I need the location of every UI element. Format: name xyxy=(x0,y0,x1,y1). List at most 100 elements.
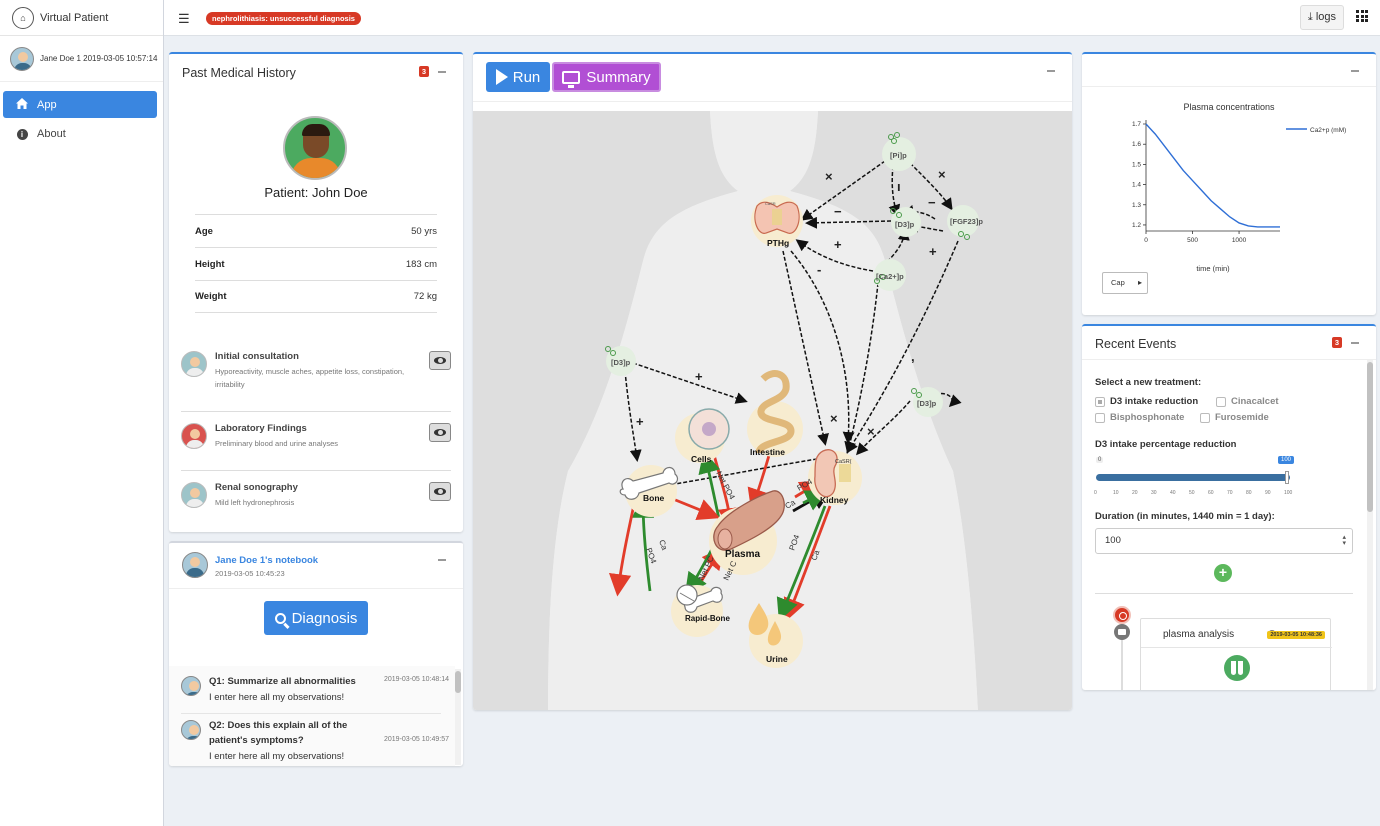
slider-handle[interactable] xyxy=(1285,471,1289,484)
stat-value: 183 cm xyxy=(405,258,437,270)
stat-row-height: Height 183 cm xyxy=(195,247,437,280)
sidebar-item-about[interactable]: i About xyxy=(3,120,157,147)
x-tick-label: 1000 xyxy=(1232,237,1247,244)
doctor-avatar xyxy=(181,423,207,449)
spinner-icon[interactable]: ▴▾ xyxy=(1342,534,1346,547)
svg-text:[D3]p: [D3]p xyxy=(917,399,937,408)
stat-value: 50 yrs xyxy=(411,225,437,237)
svg-text:[D3]p: [D3]p xyxy=(895,220,915,229)
x-axis-label: time (min) xyxy=(1196,264,1230,273)
clock-icon xyxy=(1113,606,1131,624)
apps-grid-icon[interactable] xyxy=(1356,10,1368,22)
slider-tick-label: 70 xyxy=(1227,490,1233,496)
slider-tick-label: 40 xyxy=(1170,490,1176,496)
diagnosis-label: Diagnosis xyxy=(291,609,358,627)
checkbox-box xyxy=(1216,396,1226,407)
notebook-scrollbar[interactable] xyxy=(455,669,461,765)
checkbox-bisphosphonate[interactable]: Bisphosphonate xyxy=(1095,412,1184,423)
event-card-plasma-analysis[interactable]: plasma analysis 2019-03-05 10:48:36 xyxy=(1140,618,1332,690)
svg-text:Cells: Cells xyxy=(691,454,712,464)
legend-label: Ca2+p (mM) xyxy=(1310,127,1346,134)
history-subtitle: Hyporeactivity, muscle aches, appetite l… xyxy=(215,367,405,389)
answer-text[interactable]: I enter here all my observations! xyxy=(209,692,345,703)
svg-text:+: + xyxy=(929,244,937,259)
svg-text:[Pi]p: [Pi]p xyxy=(890,151,907,160)
duration-value: 100 xyxy=(1105,535,1121,546)
collapse-icon[interactable] xyxy=(1047,70,1055,72)
run-button[interactable]: Run xyxy=(486,62,550,92)
notebook-entry: Q1: Summarize all abnormalities 2019-03-… xyxy=(181,674,449,714)
svg-text:Intestine: Intestine xyxy=(750,447,785,457)
question-date: 2019-03-05 10:48:14 xyxy=(384,676,449,683)
summary-button[interactable]: Summary xyxy=(552,62,661,92)
percentage-slider[interactable] xyxy=(1096,474,1290,481)
svg-text:[FGF23]p: [FGF23]p xyxy=(950,217,983,226)
checkbox-d3-intake-reduction[interactable]: D3 intake reduction xyxy=(1095,396,1198,407)
home-icon xyxy=(15,97,29,112)
variable-select[interactable]: Cap xyxy=(1102,272,1148,294)
simulation-box: Run Summary xyxy=(473,52,1072,710)
d3-right-node: [D3]p xyxy=(911,387,943,417)
sidebar-item-label: App xyxy=(37,98,57,111)
box-title: Past Medical History xyxy=(182,66,296,80)
svg-text:+: + xyxy=(834,237,842,252)
collapse-icon[interactable] xyxy=(1351,70,1359,72)
history-title: Initial consultation xyxy=(215,351,299,362)
brand[interactable]: ⌂ Virtual Patient xyxy=(0,0,163,36)
diagnosis-button[interactable]: Diagnosis xyxy=(264,601,368,635)
history-subtitle: Mild left hydronephrosis xyxy=(215,498,295,507)
checkbox-cinacalcet[interactable]: Cinacalcet xyxy=(1216,396,1279,407)
d3-node: [D3]p xyxy=(890,207,921,237)
slider-tick-label: 30 xyxy=(1151,490,1157,496)
notebook-title[interactable]: Jane Doe 1's notebook xyxy=(215,555,319,566)
collapse-icon[interactable] xyxy=(1351,342,1359,344)
past-medical-history-box: Past Medical History 3 Patient: John Doe… xyxy=(169,52,463,532)
view-eye-button[interactable] xyxy=(429,482,451,501)
user-avatar xyxy=(181,720,201,740)
event-title: plasma analysis xyxy=(1163,629,1235,640)
logs-label: logs xyxy=(1315,11,1336,23)
svg-text:ı: ı xyxy=(897,179,901,194)
notebook-entry: Q2: Does this explain all of the patient… xyxy=(181,718,449,766)
collapse-icon[interactable] xyxy=(438,559,446,561)
collapse-icon[interactable] xyxy=(438,71,446,73)
camera-icon xyxy=(1114,624,1130,640)
y-tick-label: 1.4 xyxy=(1132,182,1141,189)
duration-label: Duration (in minutes, 1440 min = 1 day): xyxy=(1095,511,1275,522)
svg-text:-: - xyxy=(817,262,821,277)
answer-text[interactable]: I enter here all my observations! xyxy=(209,751,345,762)
svg-text:PTHg: PTHg xyxy=(767,238,789,248)
rapid-bone-node: Rapid-Bone xyxy=(671,584,730,637)
ca2-series-line xyxy=(1145,123,1280,228)
user-label: Jane Doe 1 2019-03-05 10:57:14 xyxy=(40,54,158,63)
hamburger-menu-icon[interactable]: ☰ xyxy=(178,11,190,26)
svg-text:,: , xyxy=(911,349,915,364)
logs-button[interactable]: ⤓ logs xyxy=(1299,5,1344,30)
select-value: Cap xyxy=(1111,278,1125,287)
svg-text:Bone: Bone xyxy=(643,493,665,503)
count-badge: 3 xyxy=(1332,337,1342,348)
sidebar-item-app[interactable]: App xyxy=(3,91,157,118)
divider xyxy=(181,411,451,412)
svg-text:−: − xyxy=(928,195,936,210)
svg-text:×: × xyxy=(825,169,833,184)
view-eye-button[interactable] xyxy=(429,351,451,370)
events-scrollbar[interactable] xyxy=(1367,360,1373,690)
divider xyxy=(181,470,451,471)
info-icon: i xyxy=(15,128,29,140)
duration-input[interactable]: 100 ▴▾ xyxy=(1095,528,1353,554)
slider-tick-label: 0 xyxy=(1094,490,1097,496)
add-treatment-button[interactable]: + xyxy=(1214,564,1232,582)
intestine-node: Intestine xyxy=(747,370,803,457)
pi-node: [Pi]p xyxy=(882,132,916,171)
notebook-date: 2019-03-05 10:45:23 xyxy=(215,569,285,578)
bone-node: Bone xyxy=(619,465,679,517)
view-eye-button[interactable] xyxy=(429,423,451,442)
checkbox-furosemide[interactable]: Furosemide xyxy=(1200,412,1269,423)
search-icon xyxy=(274,612,286,624)
y-tick-label: 1.5 xyxy=(1132,161,1141,168)
question-text: Q2: Does this explain all of the patient… xyxy=(209,720,348,746)
